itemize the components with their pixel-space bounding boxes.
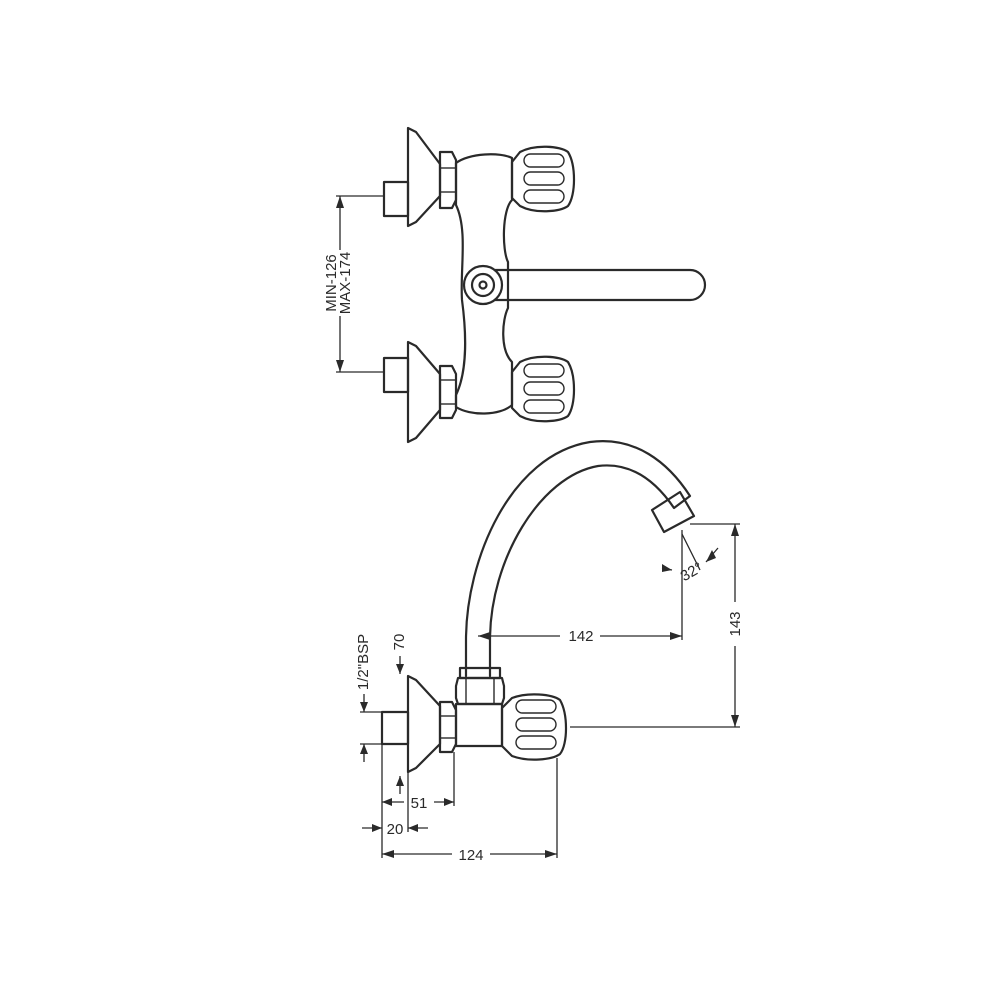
upper-inlet-pipe <box>382 180 410 218</box>
lower-handle-rib-1 <box>523 363 565 378</box>
swan-neck-spout <box>464 440 692 678</box>
side-wall-flange <box>406 674 442 774</box>
dim-overall-depth: 124 <box>382 847 557 864</box>
lower-handle-rib-3 <box>523 399 565 414</box>
lower-wall-flange <box>406 340 442 444</box>
upper-wall-flange <box>406 126 442 228</box>
dim-thread: 1/2"BSP <box>355 634 382 762</box>
aerator-nozzle <box>650 490 696 534</box>
lower-inlet-pipe <box>382 356 410 394</box>
spout-nut <box>454 676 506 706</box>
dim-spout-reach: 142 <box>478 530 683 645</box>
spacing-max-label: MAX-174 <box>337 252 354 315</box>
side-handle <box>500 693 568 761</box>
side-nut <box>438 700 458 754</box>
spout-height-label: 143 <box>727 611 744 636</box>
inlet-spacing-dimension: MIN-126 MAX-174 <box>323 195 384 373</box>
upper-handle-rib-2 <box>523 171 565 186</box>
lower-nut <box>438 364 458 420</box>
side-handle-rib-3 <box>515 735 557 750</box>
overall-depth-label: 124 <box>458 847 483 864</box>
side-handle-rib-2 <box>515 717 557 732</box>
lower-handle-rib-2 <box>523 381 565 396</box>
swivel-hub-outer <box>462 264 504 306</box>
upper-handle-rib-3 <box>523 189 565 204</box>
upper-nut <box>438 150 458 210</box>
body-depth-label: 51 <box>411 795 428 812</box>
spout-top-view <box>462 264 707 306</box>
inlet-length-label: 20 <box>387 821 404 838</box>
swivel-hub-inner <box>470 272 496 298</box>
spout-reach-label: 142 <box>568 628 593 645</box>
side-view: 142 143 32° 1/2 <box>355 440 744 864</box>
upper-handle-rib-1 <box>523 153 565 168</box>
lower-inlet-assembly <box>382 340 576 444</box>
thread-label: 1/2"BSP <box>355 634 372 690</box>
dim-offset: 70 <box>391 634 408 794</box>
offset-label: 70 <box>391 634 408 651</box>
dim-spout-height: 143 <box>570 523 744 728</box>
upper-handle <box>510 145 576 213</box>
top-view: MIN-126 MAX-174 <box>323 126 707 444</box>
dim-inlet-length: 20 <box>362 821 428 838</box>
upper-inlet-assembly <box>382 126 576 228</box>
valve-body-side <box>454 702 504 748</box>
swivel-hub-pin <box>478 280 488 290</box>
dim-body-depth: 51 <box>382 795 454 812</box>
spacing-min-label: MIN-126 <box>323 254 340 312</box>
dim-spout-angle: 32° <box>661 533 719 585</box>
side-handle-rib-1 <box>515 699 557 714</box>
side-inlet-pipe <box>380 710 410 746</box>
spout-arm <box>493 268 707 302</box>
lower-handle <box>510 355 576 423</box>
